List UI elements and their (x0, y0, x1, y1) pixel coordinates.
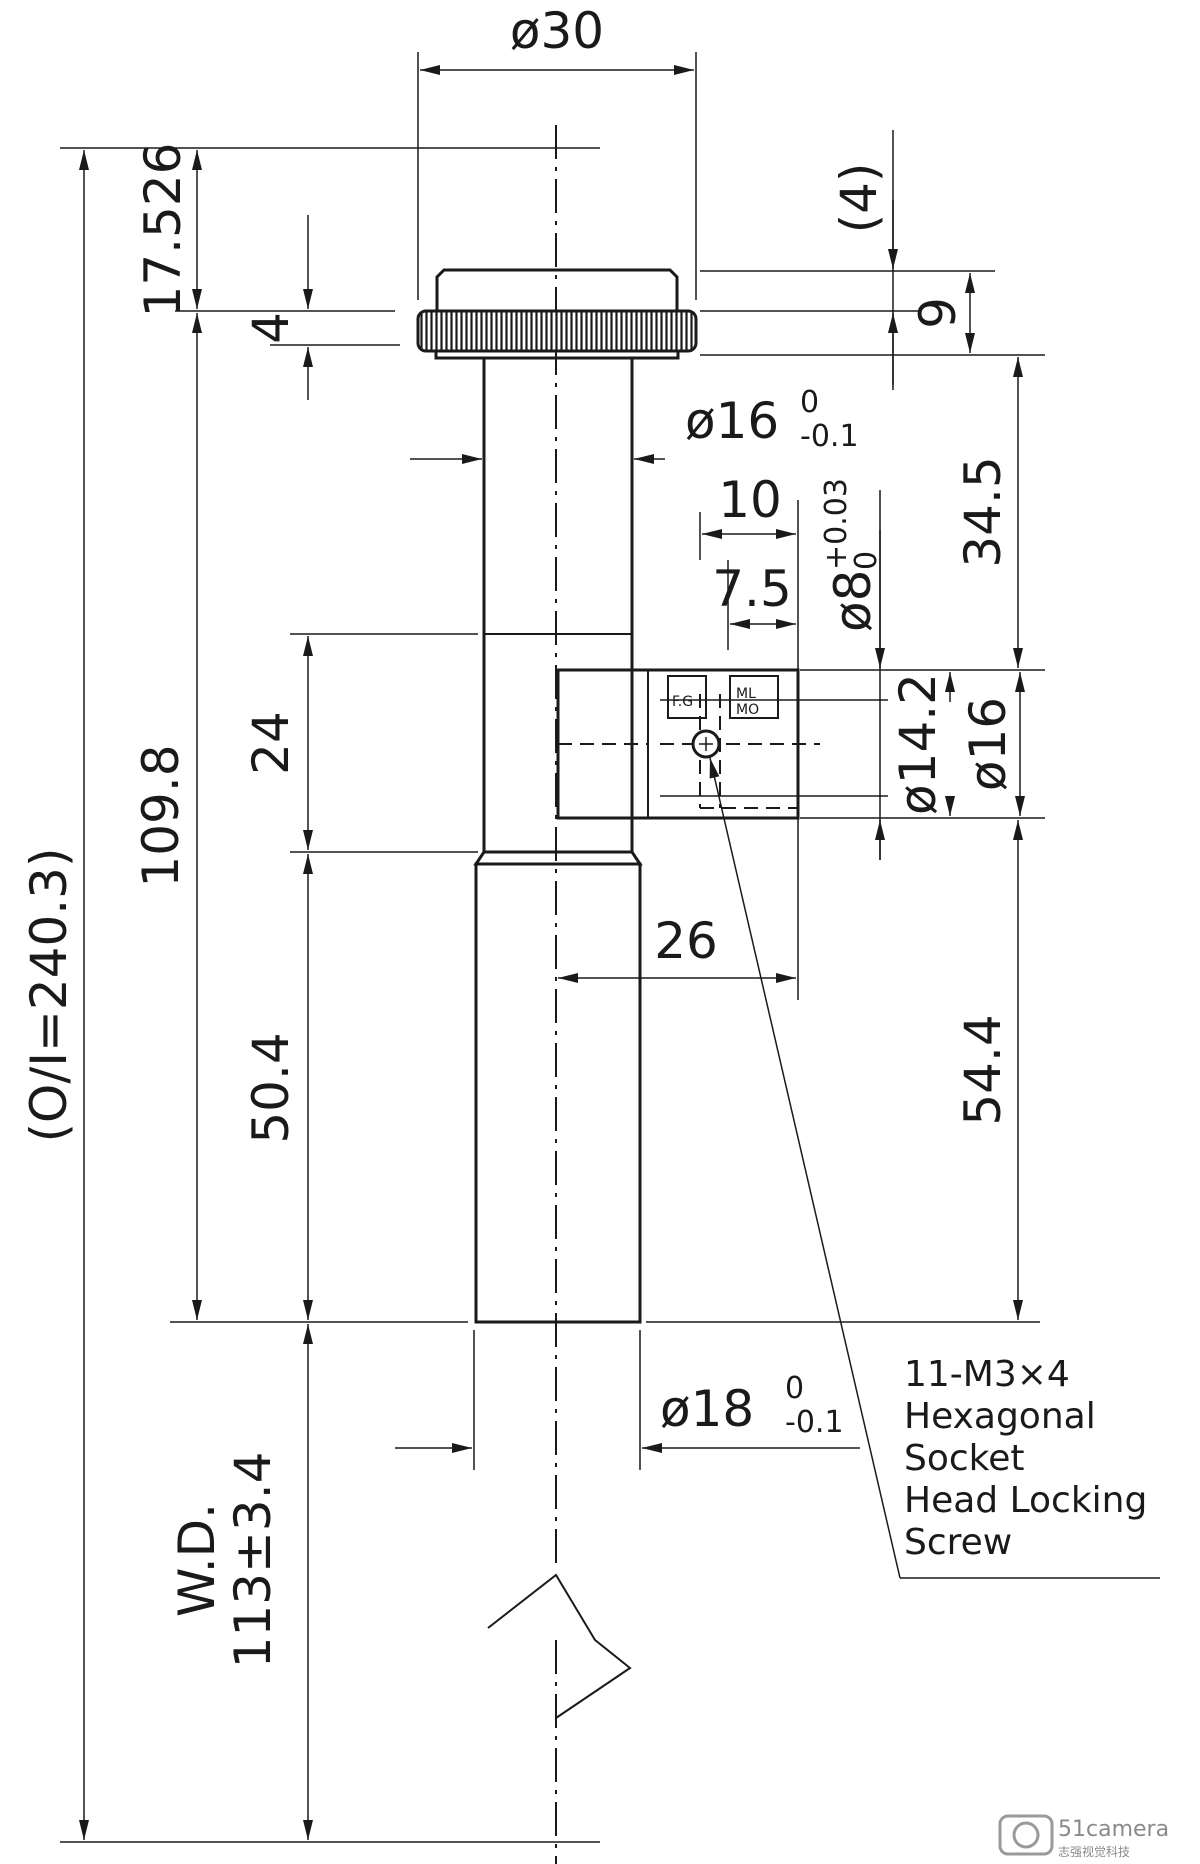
dim-upper-length: 34.5 (954, 456, 1012, 567)
top-cap (435, 268, 679, 311)
dim-top-to-flange: 17.526 (134, 143, 192, 318)
callout-line-4: Head Locking (904, 1480, 1147, 1521)
dim-body-length: 109.8 (132, 744, 190, 887)
port-marking-right-1: ML (736, 686, 756, 702)
dim-port-offset: 7.5 (712, 560, 792, 618)
dim-port-height: 24 (242, 711, 300, 775)
locking-screw-callout: 11-M3×4 Hexagonal Socket Head Locking Sc… (904, 1354, 1147, 1563)
watermark-tagline: 志强视觉科技 (1058, 1844, 1130, 1859)
dim-port-bore-tol-lower: 0 (849, 551, 884, 570)
watermark-brand: 51camera (1058, 1817, 1169, 1842)
dim-upper-tube-tol-lower: -0.1 (800, 419, 859, 454)
optical-centerline (487, 125, 632, 1864)
dim-upper-tube-diameter: ø16 (685, 392, 779, 450)
dim-working-distance-value: 113±3.4 (224, 1452, 282, 1669)
side-port: F.G ML MO (556, 668, 888, 820)
dim-flange-thickness: 4 (242, 312, 300, 344)
dim-port-reach: 26 (654, 912, 718, 970)
port-marking-right-2: MO (736, 702, 759, 718)
dim-lower-body-length: 54.4 (954, 1014, 1012, 1125)
dim-flange-diameter: ø30 (510, 2, 604, 60)
callout-line-3: Socket (904, 1438, 1025, 1479)
callout-line-5: Screw (904, 1522, 1012, 1563)
dim-flange-parenthetical: (4) (830, 163, 888, 234)
extension-lines (60, 52, 1045, 1843)
dim-port-inner-diameter: ø14.2 (889, 673, 947, 815)
dimension-text: ø30 17.526 4 (4) 9 ø16 0 -0.1 10 7.5 ø8 … (20, 2, 1017, 1668)
dim-lower-tube-tol-lower: -0.1 (785, 1405, 844, 1440)
port-marking-left: F.G (672, 694, 693, 710)
dim-overall-oi: (O/I=240.3) (20, 848, 78, 1143)
callout-line-1: 11-M3×4 (904, 1354, 1070, 1395)
dim-port-bore-diameter: ø8 (824, 570, 882, 632)
dim-flange-height: 9 (909, 297, 967, 329)
dim-lower-tube-tol-upper: 0 (785, 1371, 804, 1406)
dim-lower-tube-length: 50.4 (242, 1032, 300, 1143)
dimension-lines (79, 65, 1160, 1840)
knurled-ring (416, 309, 698, 353)
watermark: 51camera 志强视觉科技 (998, 1814, 1169, 1859)
dim-port-width: 10 (718, 471, 782, 529)
callout-line-2: Hexagonal (904, 1396, 1096, 1437)
dim-lower-tube-diameter: ø18 (660, 1380, 754, 1438)
camera-logo-icon (998, 1814, 1054, 1856)
dim-upper-tube-tol-upper: 0 (800, 385, 819, 420)
dim-port-outer-diameter: ø16 (959, 697, 1017, 791)
dim-working-distance-label: W.D. (168, 1503, 226, 1617)
lower-tube (474, 862, 642, 1324)
lens-body: F.G ML MO (416, 268, 888, 1324)
upper-tube (482, 356, 634, 854)
dim-port-bore-tol-upper: +0.03 (819, 478, 854, 570)
